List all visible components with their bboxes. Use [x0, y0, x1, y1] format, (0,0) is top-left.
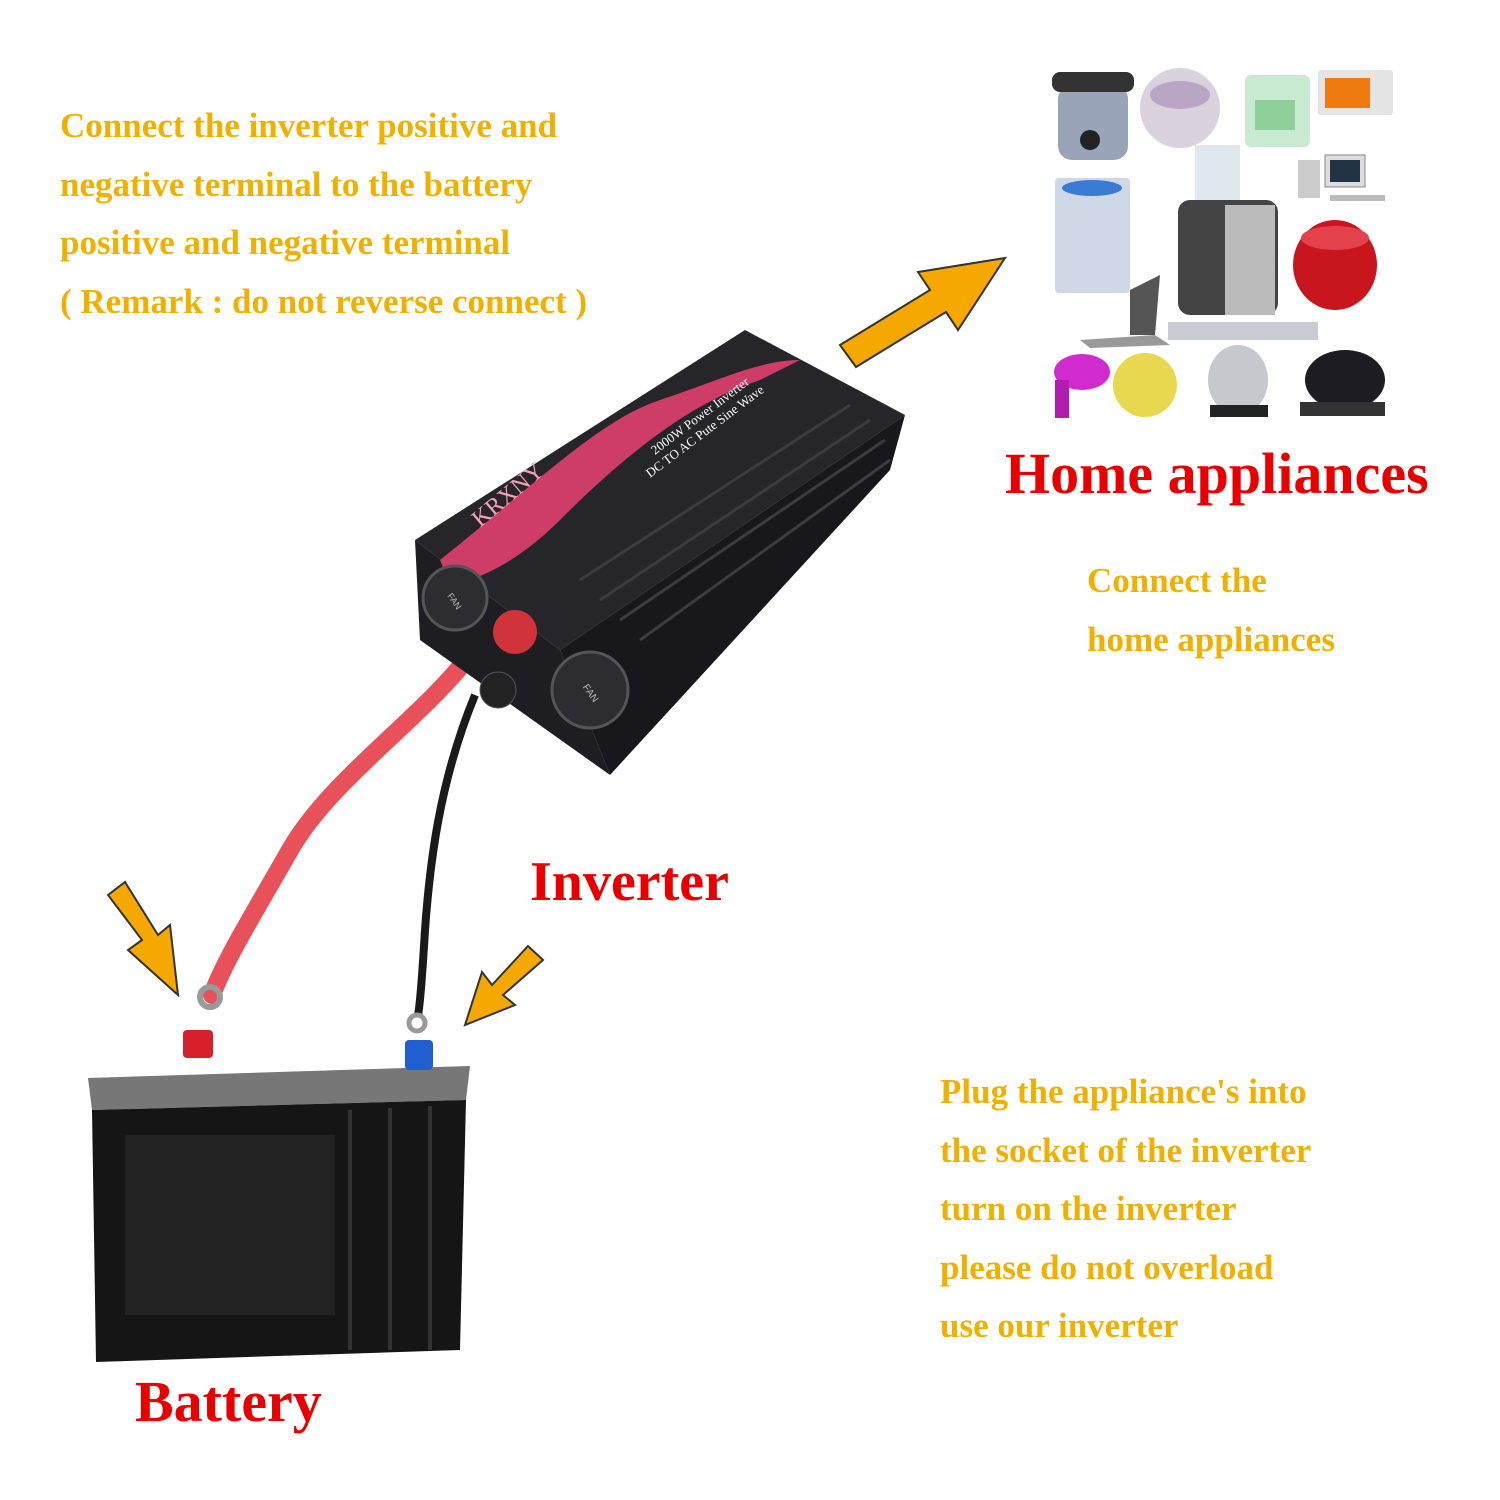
computer-icon [1298, 154, 1385, 201]
arrow-to-negative-terminal-icon [463, 944, 545, 1027]
inverter-image: FAN FAN KRXNY 2000W Power Inverter DC TO… [415, 330, 905, 775]
pressure-cooker-icon [1052, 72, 1134, 160]
battery-connect-instructions: Connect the inverter positive and negati… [60, 97, 587, 331]
positive-input-terminal [493, 610, 537, 654]
microwave-icon [1318, 70, 1393, 115]
home-appliances-label: Home appliances [1005, 441, 1429, 506]
instruction-line: ( Remark : do not reverse connect ) [60, 281, 588, 321]
juicer-icon [1178, 145, 1278, 315]
dvd-player-icon [1168, 322, 1318, 340]
instruction-line: turn on the inverter [940, 1189, 1237, 1228]
instruction-line: use our inverter [940, 1306, 1179, 1345]
instruction-line: positive and negative terminal [60, 223, 511, 262]
bread-maker-icon [1245, 75, 1310, 147]
instruction-line: Connect the inverter positive and [60, 106, 558, 145]
rice-cooker-icon [1140, 68, 1220, 148]
battery-positive-terminal [183, 1030, 213, 1058]
usage-instructions: Plug the appliance's into the socket of … [940, 1063, 1311, 1356]
instruction-line: please do not overload [940, 1247, 1274, 1287]
battery-label: Battery [135, 1369, 322, 1434]
positive-ring-terminal [197, 984, 223, 1010]
fan-right-icon [550, 650, 630, 730]
positive-cable [203, 646, 479, 1004]
negative-ring-terminal [406, 1012, 428, 1034]
arrow-to-appliances-icon [838, 256, 1008, 369]
black-teapot-icon [1300, 350, 1385, 416]
steel-kettle-icon [1208, 345, 1268, 417]
negative-input-terminal [479, 671, 517, 709]
instruction-line: negative terminal to the battery [60, 164, 533, 204]
battery-negative-terminal [405, 1040, 433, 1070]
inverter-label: Inverter [530, 851, 730, 913]
negative-cable [414, 693, 479, 1016]
hair-dryer-icon [1054, 354, 1110, 418]
home-appliances-image [1052, 68, 1393, 418]
instruction-line: Plug the appliance's into [940, 1072, 1307, 1111]
laptop-icon [1080, 275, 1170, 348]
fan-left-icon [421, 564, 489, 632]
instruction-line: Connect the [1087, 561, 1267, 600]
yellow-kettle-icon [1113, 353, 1177, 417]
appliances-connect-instructions: Connect the home appliances [1087, 552, 1335, 669]
instruction-line: the socket of the inverter [940, 1130, 1312, 1170]
red-rice-cooker-icon [1293, 220, 1377, 310]
battery-image [88, 1030, 470, 1362]
instruction-line: home appliances [1087, 619, 1335, 659]
arrow-to-positive-terminal-icon [106, 880, 180, 998]
washing-machine-icon [1055, 178, 1130, 293]
